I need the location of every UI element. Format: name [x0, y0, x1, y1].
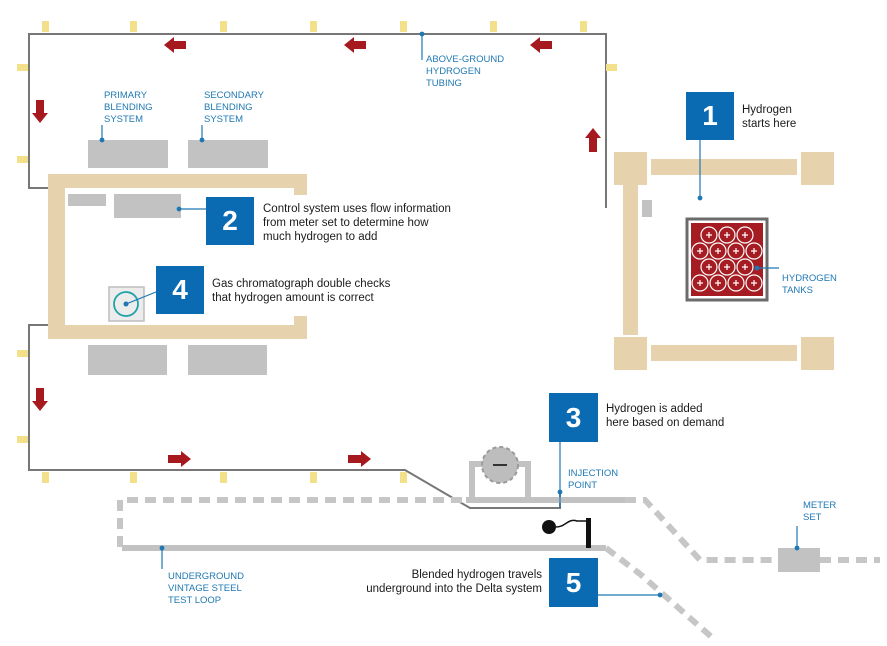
tubing-supports — [17, 21, 617, 483]
secondary-blending-label: SECONDARY BLENDING SYSTEM — [204, 90, 265, 125]
tank-valve-mark — [715, 248, 721, 254]
tank-outlet — [642, 200, 652, 217]
step-2-badge: 2 — [206, 197, 254, 245]
tank-yard — [614, 152, 834, 370]
tank-valve-mark — [724, 232, 730, 238]
leader-dots — [99, 31, 800, 598]
tank-valve-mark — [724, 264, 730, 270]
tank-valve-mark — [697, 280, 703, 286]
tank-valve-mark — [733, 248, 739, 254]
step-1-badge: 1 — [686, 92, 734, 140]
tank-valve-mark — [706, 232, 712, 238]
primary-blending-unit — [88, 140, 168, 168]
step-1-text: Hydrogen starts here — [742, 104, 797, 130]
tank-valve-mark — [706, 264, 712, 270]
test-loop-label: UNDERGROUND VINTAGE STEEL TEST LOOP — [168, 571, 244, 606]
meter-label: METER SET — [803, 500, 837, 523]
tank-cylinders — [691, 226, 763, 292]
underground-test-loop — [117, 497, 880, 643]
meter-set-unit — [778, 548, 820, 572]
injector-icon — [542, 518, 591, 548]
tanks-label: HYDROGEN TANKS — [782, 273, 837, 296]
tank-valve-mark — [697, 248, 703, 254]
blending-enclosure — [48, 174, 307, 339]
step-3-text: Hydrogen is added here based on demand — [606, 403, 725, 429]
process-pipe — [122, 497, 625, 551]
step-5-badge: 5 — [549, 558, 598, 607]
equipment-blocks — [68, 140, 652, 375]
step-3-badge: 3 — [549, 393, 598, 442]
injection-label: INJECTION POINT — [568, 468, 619, 491]
tank-valve-mark — [742, 232, 748, 238]
tubing-label: ABOVE-GROUND HYDROGEN TUBING — [426, 54, 505, 89]
step-4-text: Gas chromatograph double checks that hyd… — [212, 278, 391, 304]
red-arrow-icon — [32, 37, 601, 467]
step-5-text: Blended hydrogen travels underground int… — [366, 569, 542, 595]
tank-valve-mark — [715, 280, 721, 286]
tank-valve-mark — [751, 248, 757, 254]
tank-valve-mark — [733, 280, 739, 286]
secondary-blending-unit — [188, 140, 268, 168]
leader-lines — [101, 34, 798, 596]
tank-valve-mark — [742, 264, 748, 270]
control-system-unit — [114, 194, 181, 218]
tank-valve-mark — [751, 280, 757, 286]
valve-icon — [481, 446, 519, 484]
primary-blending-label: PRIMARY BLENDING SYSTEM — [104, 90, 153, 125]
step-2-text: Control system uses flow information fro… — [263, 203, 451, 243]
step-4-badge: 4 — [156, 266, 204, 314]
